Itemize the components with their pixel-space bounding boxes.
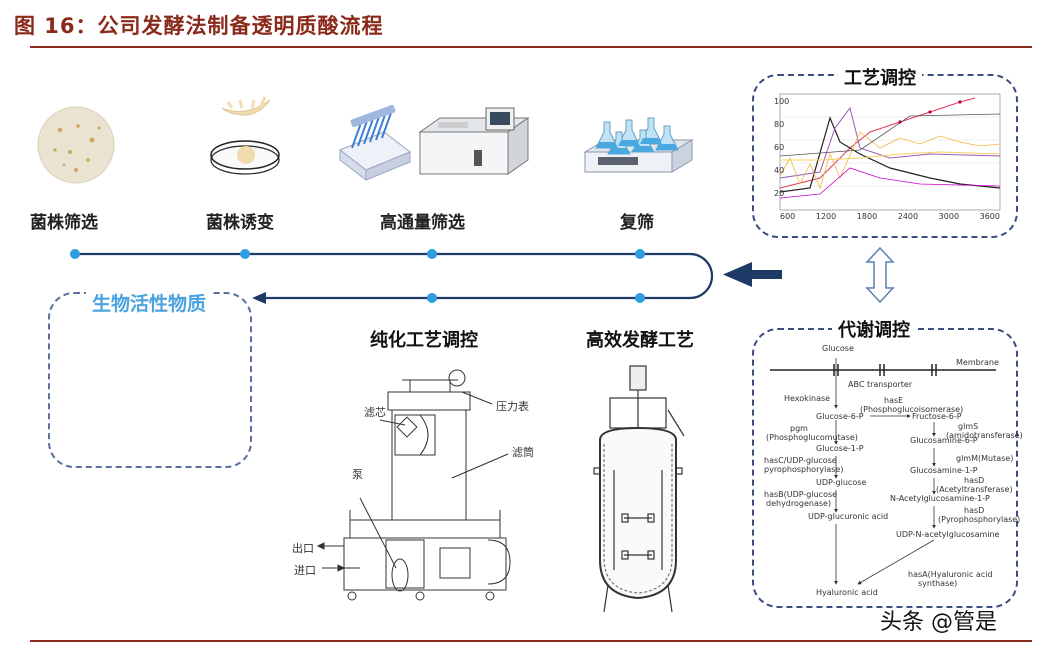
node-pgm: pgm xyxy=(790,424,808,433)
fermentation-tank-drawing xyxy=(593,365,685,613)
bidirectional-arrow xyxy=(865,246,895,304)
flow-dot xyxy=(70,249,80,259)
pump-label: 泵 xyxy=(352,468,363,481)
bottom-rule xyxy=(30,640,1032,642)
node-glmm: glmM(Mutase) xyxy=(956,454,1014,463)
cylinder-label: 滤筒 xyxy=(512,446,534,459)
node-hasd1-full: (Acetyltransferase) xyxy=(936,485,1013,494)
node-hasd1: hasD xyxy=(964,476,985,485)
metabolic-pathway-diagram xyxy=(770,358,996,585)
flow-dot xyxy=(635,293,645,303)
flow-dots xyxy=(70,249,645,303)
flow-loop-path xyxy=(75,252,714,300)
outlet-label: 出口 xyxy=(292,542,314,555)
node-udpga: UDP-glucuronic acid xyxy=(808,512,889,521)
node-udpnag: UDP-N-acetylglucosamine xyxy=(896,530,1000,539)
shaker-flasks-icon xyxy=(583,117,694,173)
node-hexokinase: Hexokinase xyxy=(784,394,831,403)
node-glms: glmS xyxy=(958,422,979,431)
node-hasa: hasA(Hyaluronic acid xyxy=(908,570,993,579)
process-control-label: 工艺调控 xyxy=(838,64,922,90)
node-hyaluronic-acid: Hyaluronic acid xyxy=(816,588,878,597)
node-gln1p: Glucosamine-1-P xyxy=(910,466,978,475)
flow-dot xyxy=(635,249,645,259)
node-g1p: Glucose-1-P xyxy=(816,444,864,453)
node-f6p: Fructose-6-P xyxy=(912,412,962,421)
node-transporter: ABC transporter xyxy=(848,380,913,389)
inlet-label: 进口 xyxy=(294,564,316,577)
step-label-rescreening: 复筛 xyxy=(620,213,654,233)
node-membrane: Membrane xyxy=(956,358,999,367)
step-label-high-throughput: 高通量筛选 xyxy=(380,213,465,233)
screening-instrument-icon xyxy=(418,107,530,175)
step-label-strain-mutagenesis: 菌株诱变 xyxy=(206,213,274,233)
node-glucose: Glucose xyxy=(822,344,854,353)
petri-dish-colonies-icon xyxy=(37,106,115,184)
figure-title: 图 16：公司发酵法制备透明质酸流程 xyxy=(14,14,384,38)
node-gln6p: Glucosamine-6-P xyxy=(910,436,978,445)
node-hasb: hasB(UDP-glucose xyxy=(764,490,838,499)
flow-dot xyxy=(427,249,437,259)
mutagenesis-dish-icon xyxy=(210,96,280,175)
high-throughput-rack-icon xyxy=(339,104,411,182)
node-pgm-full: (Phosphoglucomutase) xyxy=(766,433,858,442)
bioactive-product-panel xyxy=(48,292,252,468)
purification-apparatus-drawing xyxy=(316,369,511,601)
flow-arrowhead-left xyxy=(252,292,266,304)
step-label-strain-screening: 菌株筛选 xyxy=(30,213,98,233)
node-glms-full: (amidotransferase) xyxy=(946,431,1023,440)
watermark: 头条 @管是 xyxy=(880,610,997,635)
node-hase: hasE xyxy=(884,396,904,405)
input-arrow xyxy=(723,262,782,287)
pump-body xyxy=(385,539,425,589)
gauge-label: 压力表 xyxy=(496,400,529,413)
flow-dot xyxy=(240,249,250,259)
title-rule xyxy=(30,46,1032,48)
filter-label: 滤芯 xyxy=(364,406,386,419)
node-hase-full: (Phosphoglucoisomerase) xyxy=(860,405,964,414)
node-hasc: hasC/UDP-glucose xyxy=(764,456,837,465)
node-hasd2-full: (Pyrophosphorylase) xyxy=(938,515,1021,524)
fermentation-label: 高效发酵工艺 xyxy=(586,330,694,351)
pressure-gauge-icon xyxy=(448,369,466,387)
flow-dot xyxy=(427,293,437,303)
bioactive-product-label: 生物活性物质 xyxy=(86,289,213,316)
node-nag1p: N-Acetylglucosamine-1-P xyxy=(890,494,990,503)
node-hasa-full: synthase) xyxy=(918,579,958,588)
node-udpg: UDP-glucose xyxy=(816,478,867,487)
node-hasd2: hasD xyxy=(964,506,985,515)
process-control-chart xyxy=(779,93,1001,211)
node-hasb-full: dehydrogenase) xyxy=(766,499,832,508)
filter-cartridge-box xyxy=(394,414,436,456)
purification-label: 纯化工艺调控 xyxy=(370,330,478,351)
metabolic-control-label: 代谢调控 xyxy=(832,316,916,342)
node-hasc-full: pyrophosphorylase) xyxy=(764,465,844,474)
metabolic-node-labels: Glucose Membrane ABC transporter Hexokin… xyxy=(760,344,1023,600)
flow-loop xyxy=(75,252,714,300)
node-g6p: Glucose-6-P xyxy=(816,412,864,421)
